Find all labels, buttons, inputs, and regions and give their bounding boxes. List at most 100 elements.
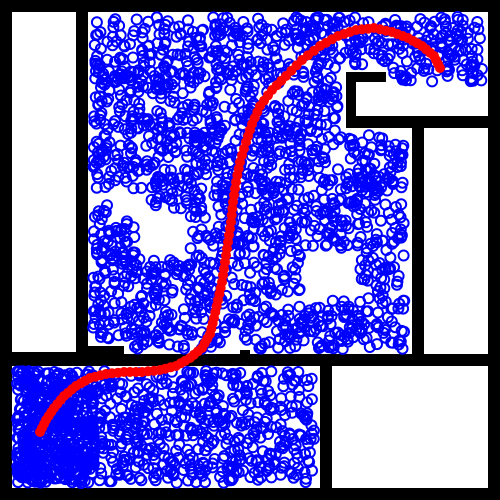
tree-node-ring xyxy=(143,381,156,394)
wall-right-horizontal xyxy=(346,116,488,128)
tree-node-ring xyxy=(166,48,179,61)
tree-node-ring xyxy=(135,474,148,487)
tree-node-ring xyxy=(337,235,350,248)
tree-node-ring xyxy=(321,74,334,87)
tree-node-ring xyxy=(307,189,320,202)
tree-node-ring xyxy=(382,263,395,276)
tree-node-ring xyxy=(228,443,241,456)
solution-path xyxy=(35,23,445,437)
tree-node-ring xyxy=(270,191,283,204)
tree-node-ring xyxy=(363,129,375,142)
tree-node-ring xyxy=(332,163,344,176)
tree-node-ring xyxy=(114,225,127,237)
tree-node-ring xyxy=(28,404,40,417)
tree-node-ring xyxy=(225,409,238,422)
tree-node-ring xyxy=(159,36,172,49)
tree-node-ring xyxy=(40,449,53,462)
tree-node-ring xyxy=(327,86,340,99)
tree-node-ring xyxy=(179,190,192,203)
tree-node-ring xyxy=(456,69,469,82)
tree-node-ring xyxy=(185,424,198,437)
tree-node-ring xyxy=(174,383,187,396)
tree-node-ring xyxy=(204,395,217,408)
tree-node-ring xyxy=(159,61,171,74)
tree-node-ring xyxy=(179,163,192,176)
tree-node-ring xyxy=(339,46,352,59)
tree-node-ring xyxy=(101,199,113,212)
tree-node-ring xyxy=(302,108,315,121)
tree-node-ring xyxy=(83,417,96,429)
tree-node-ring xyxy=(235,419,248,432)
tree-node-ring xyxy=(215,208,228,221)
tree-node-ring xyxy=(464,75,477,88)
tree-node-ring xyxy=(12,468,25,481)
tree-node-ring xyxy=(295,407,307,420)
tree-node-ring xyxy=(253,342,266,354)
tree-node-ring xyxy=(309,14,322,27)
tree-node-ring xyxy=(318,143,331,156)
tree-node-ring xyxy=(194,405,207,418)
tree-node-ring xyxy=(206,437,219,450)
tree-node-ring xyxy=(171,113,184,126)
tree-node-ring xyxy=(360,242,373,255)
tree-node-ring xyxy=(343,196,356,209)
tree-node-ring xyxy=(147,384,160,397)
tree-node-ring xyxy=(132,64,145,77)
tree-node-ring xyxy=(341,239,354,252)
tree-node-ring xyxy=(286,406,299,419)
tree-node-ring xyxy=(293,249,305,261)
tree-node-ring xyxy=(228,435,241,448)
tree-node-ring xyxy=(376,234,389,247)
tree-node-ring xyxy=(94,26,107,39)
tree-node-ring xyxy=(17,444,30,457)
tree-node-ring xyxy=(137,80,149,93)
tree-node-ring xyxy=(138,112,151,125)
tree-node-ring xyxy=(368,206,381,219)
tree-node-ring xyxy=(273,247,286,260)
tree-node-ring xyxy=(108,149,121,162)
tree-node-ring xyxy=(363,43,376,56)
tree-node-ring xyxy=(196,104,209,117)
tree-node-ring xyxy=(244,266,257,279)
tree-node-ring xyxy=(264,404,277,417)
tree-node-ring xyxy=(108,316,120,329)
tree-node-ring xyxy=(149,261,162,274)
tree-node-ring xyxy=(124,38,136,50)
tree-node-ring xyxy=(376,53,389,66)
tree-node-ring xyxy=(437,29,449,42)
tree-node-ring xyxy=(240,437,253,450)
tree-node-ring xyxy=(147,254,160,267)
tree-node-ring xyxy=(192,67,205,80)
tree-node-ring xyxy=(272,107,285,120)
tree-node-ring xyxy=(249,286,262,299)
tree-node-ring xyxy=(262,276,275,289)
tree-node-ring xyxy=(14,379,27,392)
tree-node-ring xyxy=(289,272,302,284)
tree-node-ring xyxy=(285,400,298,413)
tree-node-ring xyxy=(91,168,104,181)
tree-node-ring xyxy=(146,137,159,149)
tree-node-ring xyxy=(41,395,54,408)
tree-node-ring xyxy=(190,250,203,263)
tree-node-ring xyxy=(133,472,146,484)
tree-node-ring xyxy=(246,85,259,98)
tree-node-ring xyxy=(254,471,267,484)
tree-node-ring xyxy=(43,438,56,451)
tree-node-ring xyxy=(92,98,105,111)
tree-node-ring xyxy=(279,409,291,421)
tree-node-ring xyxy=(277,320,290,333)
tree-node-ring xyxy=(293,390,306,403)
tree-node-ring xyxy=(193,34,206,46)
tree-node-ring xyxy=(136,49,149,62)
tree-node-ring xyxy=(274,468,287,481)
tree-node-ring xyxy=(137,333,150,346)
tree-node-ring xyxy=(184,242,197,255)
tree-node-ring xyxy=(328,124,341,137)
tree-node-ring xyxy=(163,324,176,337)
tree-node-ring xyxy=(98,307,111,320)
tree-node-ring xyxy=(33,450,46,463)
tree-node-ring xyxy=(459,43,472,56)
tree-node-ring xyxy=(292,12,305,25)
tree-node-ring xyxy=(361,274,374,287)
